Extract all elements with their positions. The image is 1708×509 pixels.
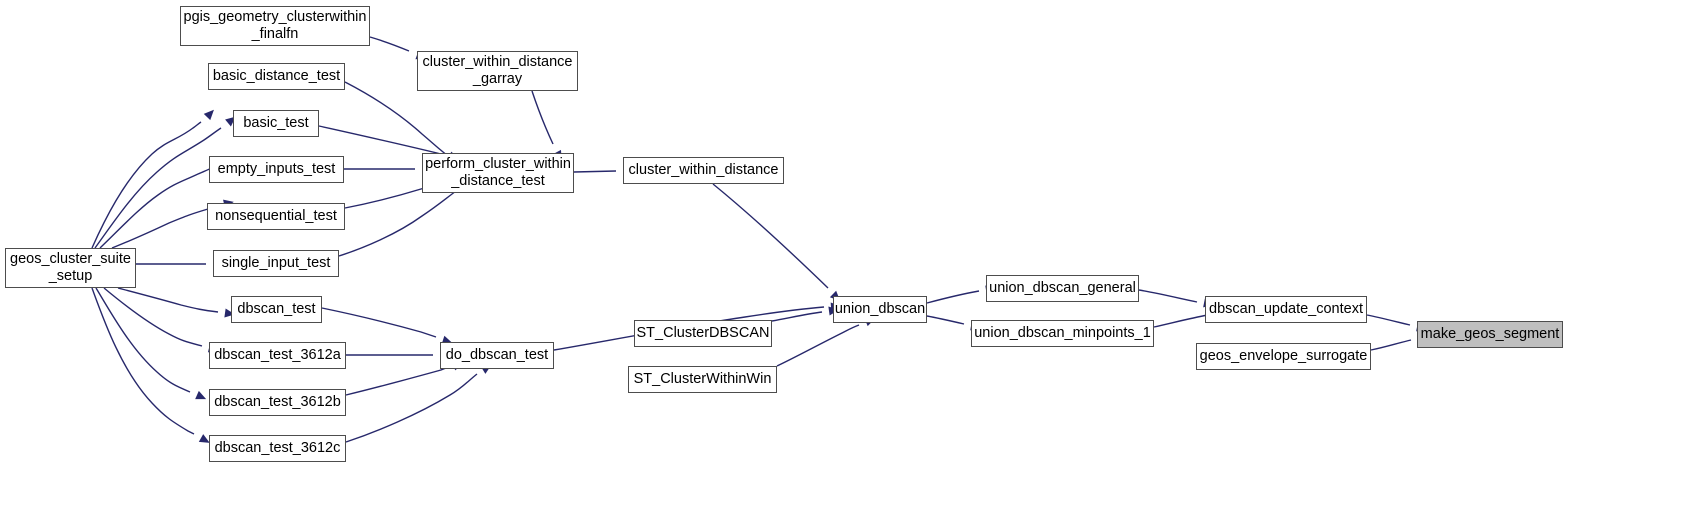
edge-general-to-updatecontext xyxy=(1138,289,1198,303)
graph-node-geos_envelope_surrogate[interactable]: geos_envelope_surrogate xyxy=(1196,343,1371,370)
graph-node-cluster_within_distance[interactable]: cluster_within_distance xyxy=(623,157,784,184)
edge-setup-to-3612b xyxy=(95,287,191,393)
edge-setup-to-empty xyxy=(99,167,213,249)
edge-setup-to-nonseq xyxy=(111,205,218,249)
edge-setup-to-basictest xyxy=(94,127,222,249)
edge-uniondbscan-to-minpoints xyxy=(926,315,965,325)
edge-setup-to-basicdist-arrowhead xyxy=(203,109,214,121)
graph-node-perform_cluster_within_distance_test[interactable]: perform_cluster_within _distance_test xyxy=(422,153,574,193)
edge-setup-to-3612b-arrowhead xyxy=(195,390,207,400)
graph-node-cluster_within_distance_garray[interactable]: cluster_within_distance _garray xyxy=(417,51,578,91)
graph-node-empty_inputs_test[interactable]: empty_inputs_test xyxy=(209,156,344,183)
graph-node-make_geos_segment[interactable]: make_geos_segment xyxy=(1417,321,1563,348)
graph-node-ST_ClusterDBSCAN[interactable]: ST_ClusterDBSCAN xyxy=(634,320,772,347)
graph-node-pgis_geometry_clusterwithin_finalfn[interactable]: pgis_geometry_clusterwithin _finalfn xyxy=(180,6,370,46)
edge-dbscantest-to-dodbscan xyxy=(321,307,437,338)
graph-node-ST_ClusterWithinWin[interactable]: ST_ClusterWithinWin xyxy=(628,366,777,393)
edge-setup-to-basicdist xyxy=(91,121,202,249)
edge-setup-to-3612c xyxy=(91,287,195,435)
edge-setup-to-dbscantest xyxy=(117,287,219,313)
graph-node-union_dbscan[interactable]: union_dbscan xyxy=(833,296,927,323)
graph-node-dbscan_test_3612c[interactable]: dbscan_test_3612c xyxy=(209,435,346,462)
graph-node-dbscan_test[interactable]: dbscan_test xyxy=(231,296,322,323)
edge-stclusterwithinwin-to-uniondbscan xyxy=(776,324,860,367)
graph-node-dbscan_test_3612a[interactable]: dbscan_test_3612a xyxy=(209,342,346,369)
edge-cwd-to-uniondbscan xyxy=(712,183,829,289)
edge-setup-to-3612a xyxy=(103,287,203,347)
graph-node-do_dbscan_test[interactable]: do_dbscan_test xyxy=(440,342,554,369)
graph-node-union_dbscan_minpoints_1[interactable]: union_dbscan_minpoints_1 xyxy=(971,320,1154,347)
edge-finalfn-to-garray xyxy=(369,36,410,52)
edge-perform-to-cwd xyxy=(573,170,617,173)
graph-node-nonsequential_test[interactable]: nonsequential_test xyxy=(207,203,345,230)
graph-node-basic_test[interactable]: basic_test xyxy=(233,110,319,137)
edge-updatecontext-to-makegeos xyxy=(1366,314,1411,326)
graph-node-basic_distance_test[interactable]: basic_distance_test xyxy=(208,63,345,90)
edge-stclusterdbscan-to-uniondbscan xyxy=(771,311,823,322)
graph-node-union_dbscan_general[interactable]: union_dbscan_general xyxy=(986,275,1139,302)
edge-envelope-to-makegeos xyxy=(1370,339,1412,351)
edge-3612c-to-dodbscan xyxy=(345,373,478,443)
edge-single-to-perform xyxy=(338,190,457,257)
edge-basicdist-to-perform xyxy=(344,81,453,160)
graph-node-single_input_test[interactable]: single_input_test xyxy=(213,250,339,277)
edge-minpoints-to-updatecontext xyxy=(1153,314,1209,328)
edge-basictest-to-perform xyxy=(318,125,442,155)
graph-node-geos_cluster_suite_setup[interactable]: geos_cluster_suite _setup xyxy=(5,248,136,288)
edge-garray-to-perform xyxy=(531,90,554,145)
edge-3612b-to-dodbscan xyxy=(345,367,448,396)
graph-node-dbscan_update_context[interactable]: dbscan_update_context xyxy=(1205,296,1367,323)
graph-node-dbscan_test_3612b[interactable]: dbscan_test_3612b xyxy=(209,389,346,416)
edge-uniondbscan-to-general xyxy=(926,290,980,304)
